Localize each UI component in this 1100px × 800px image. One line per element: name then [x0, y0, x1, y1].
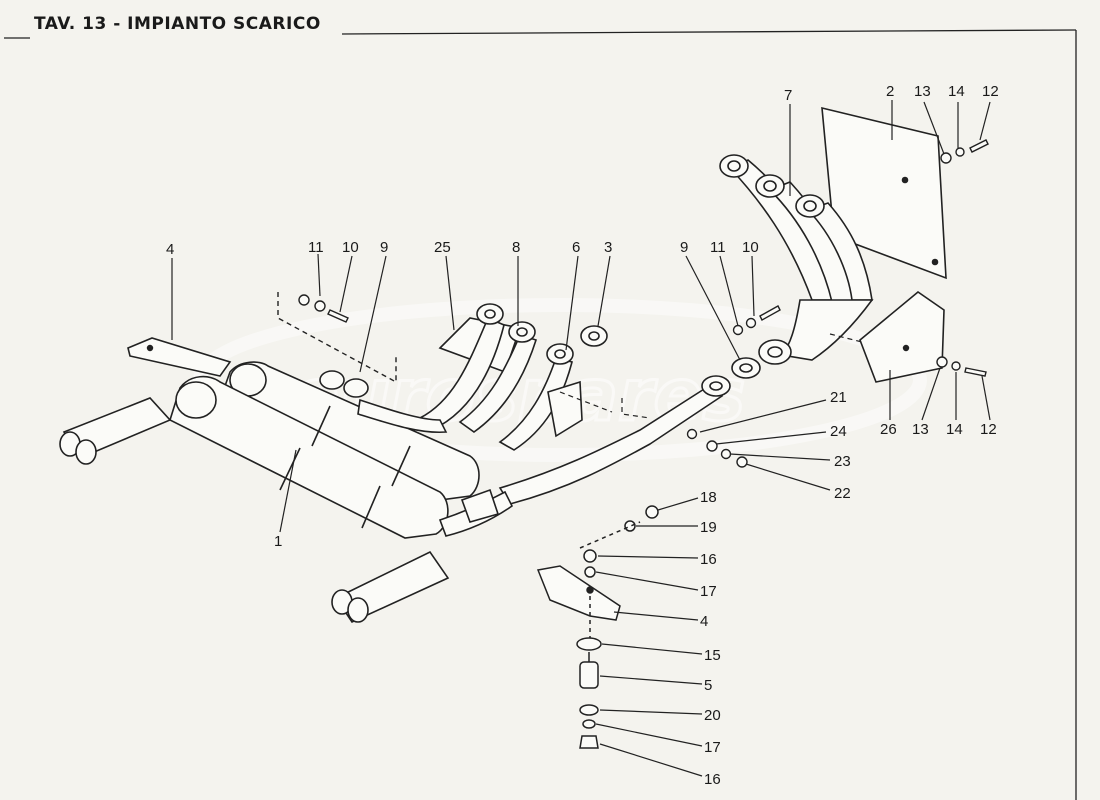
callout-4: 4: [166, 241, 174, 258]
callout-18: 18: [700, 489, 717, 506]
right-bracket: [859, 290, 945, 383]
hardware-right-top: [940, 139, 989, 164]
callout-9: 9: [680, 239, 688, 256]
callout-17: 17: [700, 583, 717, 600]
crossover-pipe: [498, 375, 731, 505]
gasket-3: [580, 325, 608, 347]
muffler-assembly: [59, 337, 514, 624]
callout-16: 16: [704, 771, 721, 788]
callout-20: 20: [704, 707, 721, 724]
callout-17: 17: [704, 739, 721, 756]
page-title: TAV. 13 - IMPIANTO SCARICO: [34, 14, 321, 34]
heat-shield: [821, 106, 947, 280]
callout-21: 21: [830, 389, 847, 406]
leader-lines: [171, 100, 991, 777]
hardware-crossover: [686, 428, 748, 468]
mount-assembly: [536, 505, 659, 749]
page-frame: [4, 29, 1077, 800]
callout-14: 14: [948, 83, 965, 100]
right-manifold: [719, 154, 874, 365]
dashed-guides: [559, 333, 863, 419]
manifold-plate: [547, 380, 583, 438]
callout-11: 11: [710, 239, 726, 256]
callout-7: 7: [784, 87, 792, 104]
callout-4: 4: [700, 613, 708, 630]
callout-15: 15: [704, 647, 721, 664]
callout-13: 13: [914, 83, 931, 100]
callout-12: 12: [982, 83, 999, 100]
left-manifold: [418, 303, 574, 451]
callout-19: 19: [700, 519, 717, 536]
callout-2: 2: [886, 83, 894, 100]
gasket-right: [731, 357, 761, 379]
callout-10: 10: [742, 239, 759, 256]
callout-8: 8: [512, 239, 520, 256]
hardware-right-bottom: [936, 356, 987, 377]
hardware-left-top: [277, 292, 397, 384]
callout-11: 11: [308, 239, 324, 256]
callout-10: 10: [342, 239, 359, 256]
callout-5: 5: [704, 677, 712, 694]
callout-25: 25: [434, 239, 451, 256]
callout-6: 6: [572, 239, 580, 256]
callout-13: 13: [912, 421, 929, 438]
callout-3: 3: [604, 239, 612, 256]
callout-16: 16: [700, 551, 717, 568]
callout-26: 26: [880, 421, 897, 438]
callout-9: 9: [380, 239, 388, 256]
callout-1: 1: [274, 533, 282, 550]
callout-14: 14: [946, 421, 963, 438]
callout-24: 24: [830, 423, 847, 440]
callout-labels: 2 13 14 12 7 4 11 10 9 25 8 6 3 9 11 10 …: [166, 83, 999, 788]
callout-23: 23: [834, 453, 851, 470]
callout-22: 22: [834, 485, 851, 502]
callout-12: 12: [980, 421, 997, 438]
